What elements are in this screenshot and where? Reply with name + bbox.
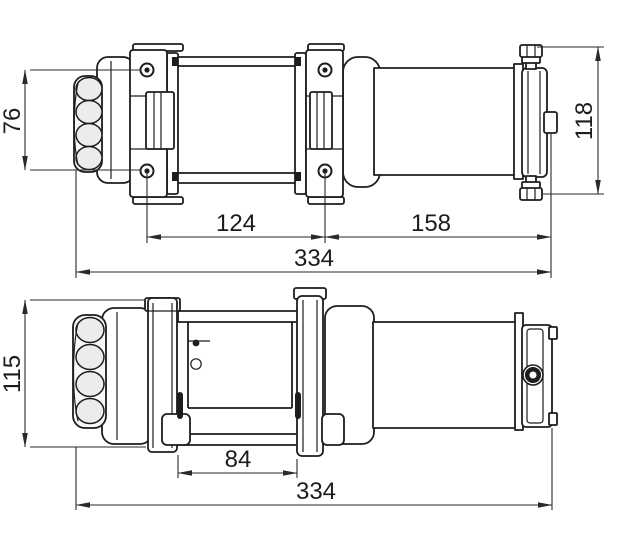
tie-rod-slot-left xyxy=(177,392,183,419)
bottom-view: 115 84 334 xyxy=(0,287,558,510)
top-view-dimensions: 76 118 124 158 334 xyxy=(0,46,604,278)
tie-bar-bottom xyxy=(175,172,298,184)
dim-label-76: 76 xyxy=(0,108,26,135)
top-view: 76 118 124 158 334 xyxy=(0,43,604,278)
motor-cap-edge-plan xyxy=(72,322,79,422)
mount-bracket-right xyxy=(294,43,345,205)
bracket-right-plan xyxy=(293,287,345,457)
mount-bracket-left xyxy=(129,43,184,205)
dim-label-158: 158 xyxy=(411,210,451,237)
dim-label-84: 84 xyxy=(225,446,252,473)
drum-and-tie-bars xyxy=(175,56,517,188)
bracket-foot-left xyxy=(161,413,191,446)
dim-label-334-bottom: 334 xyxy=(296,478,336,505)
gearbox-tab-bottom xyxy=(548,412,558,426)
tie-bar-top xyxy=(175,56,298,67)
gear-cylinder-plan xyxy=(372,321,517,429)
clutch-gear-end xyxy=(513,44,558,201)
cable-anchor-hole xyxy=(190,358,202,370)
bracket-foot-right xyxy=(321,413,345,446)
tie-rod-boss-right xyxy=(309,91,333,150)
motor-housing-plan xyxy=(101,307,153,445)
clutch-bolt-top xyxy=(519,44,543,70)
motor-plan xyxy=(72,307,153,445)
motor-assembly xyxy=(73,56,135,184)
dim-label-118: 118 xyxy=(571,102,598,140)
motor-cap-edge xyxy=(73,82,79,166)
tie-plate-top xyxy=(177,310,301,323)
motor-cap-ribs-plan xyxy=(75,316,105,425)
bottom-view-dimensions: 115 84 334 xyxy=(0,299,553,510)
gearbox-tab-top xyxy=(548,326,558,340)
flange-boss xyxy=(543,111,558,134)
gearbox-end-plan xyxy=(514,312,558,431)
dim-label-124: 124 xyxy=(216,210,256,237)
dim-label-334-top: 334 xyxy=(294,245,334,272)
motor-cap-ribs xyxy=(75,76,102,171)
bracket-left-plan xyxy=(144,297,191,453)
clutch-bolt-bottom xyxy=(519,175,543,201)
cable-anchor-dot xyxy=(192,339,200,347)
gear-cylinder xyxy=(373,67,517,176)
clutch-boss-ring xyxy=(524,366,542,384)
drum-plan xyxy=(177,310,301,446)
dim-label-115: 115 xyxy=(0,355,26,393)
tie-rod-boss-left xyxy=(145,91,175,150)
tie-plate-bottom xyxy=(177,433,301,446)
tie-rod-slot-right xyxy=(295,392,301,419)
